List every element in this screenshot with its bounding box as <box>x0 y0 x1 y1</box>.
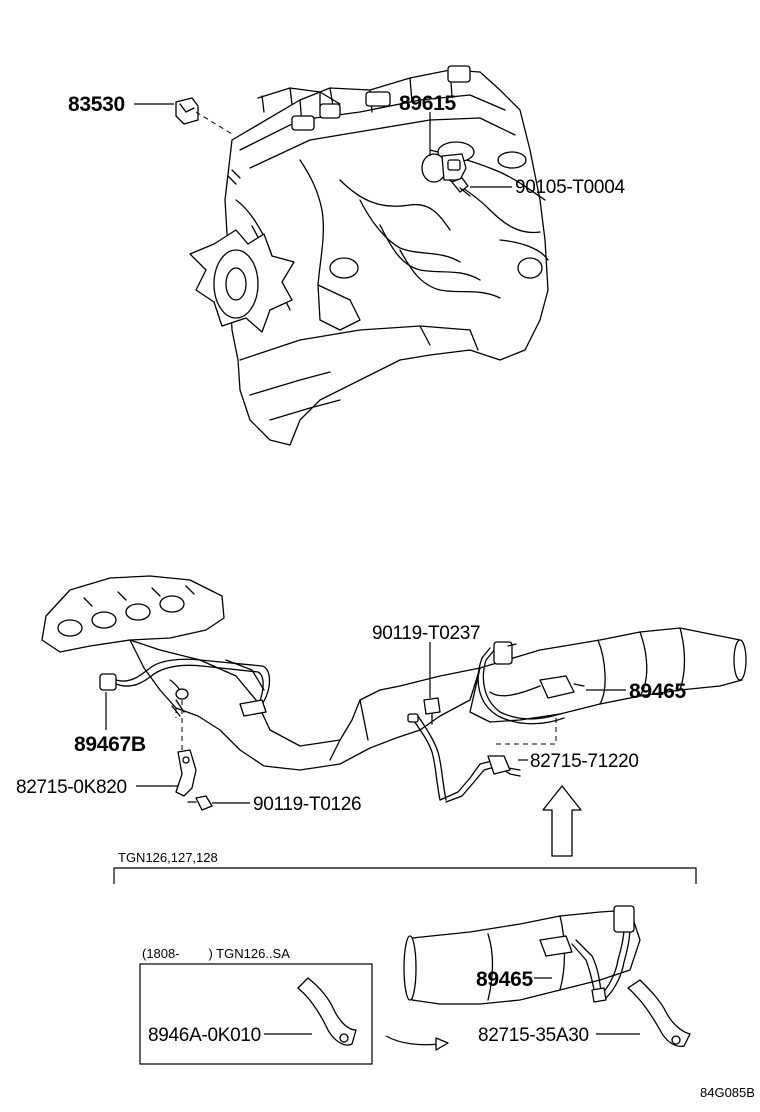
bracket-8946a-0k010-illustration <box>297 977 357 1046</box>
bracket-82715-71220-illustration <box>407 713 521 803</box>
label-89467b: 89467B <box>74 733 146 756</box>
label-90119-t0237: 90119-T0237 <box>372 623 480 644</box>
note-date-range: (1808- ) TGN126..SA <box>142 946 290 961</box>
label-83530: 83530 <box>68 93 125 116</box>
label-89465: 89465 <box>629 680 687 703</box>
label-90119-t0126: 90119-T0126 <box>253 794 361 815</box>
part-90105-illustration <box>451 177 471 197</box>
part-89615-illustration <box>421 153 467 183</box>
engine-illustration <box>189 65 549 446</box>
bracket-82715-0k820-illustration <box>175 749 197 797</box>
model-range-bracket <box>113 867 697 884</box>
bracket-82715-35a30-illustration <box>627 979 691 1048</box>
label-89615: 89615 <box>399 92 457 115</box>
label-89465-variant: 89465 <box>476 968 534 991</box>
diagram-code: 84G085B <box>700 1085 755 1100</box>
variant-exhaust-illustration <box>403 909 641 1005</box>
label-90105-t0004: 90105-T0004 <box>515 177 625 198</box>
label-82715-35a30: 82715-35A30 <box>478 1025 589 1046</box>
bolt-90119-t0237-illustration <box>423 697 441 725</box>
engine-fan <box>189 169 295 333</box>
arrow-up-icon <box>542 785 582 857</box>
bolt-90119-t0126-illustration <box>187 795 213 811</box>
label-82715-71220: 82715-71220 <box>530 751 639 772</box>
sensor-89467b-illustration <box>99 658 271 717</box>
sensor-89465-illustration <box>477 641 585 725</box>
curved-arrow-icon <box>385 1035 441 1046</box>
sensor-89465-variant-illustration <box>539 905 635 1003</box>
exhaust-manifold-illustration <box>41 575 481 771</box>
inset-box <box>139 963 373 1065</box>
label-8946a-0k010: 8946A-0K010 <box>148 1025 261 1046</box>
part-83530-illustration <box>175 97 199 125</box>
label-82715-0k820: 82715-0K820 <box>16 777 127 798</box>
note-models: TGN126,127,128 <box>118 850 218 865</box>
